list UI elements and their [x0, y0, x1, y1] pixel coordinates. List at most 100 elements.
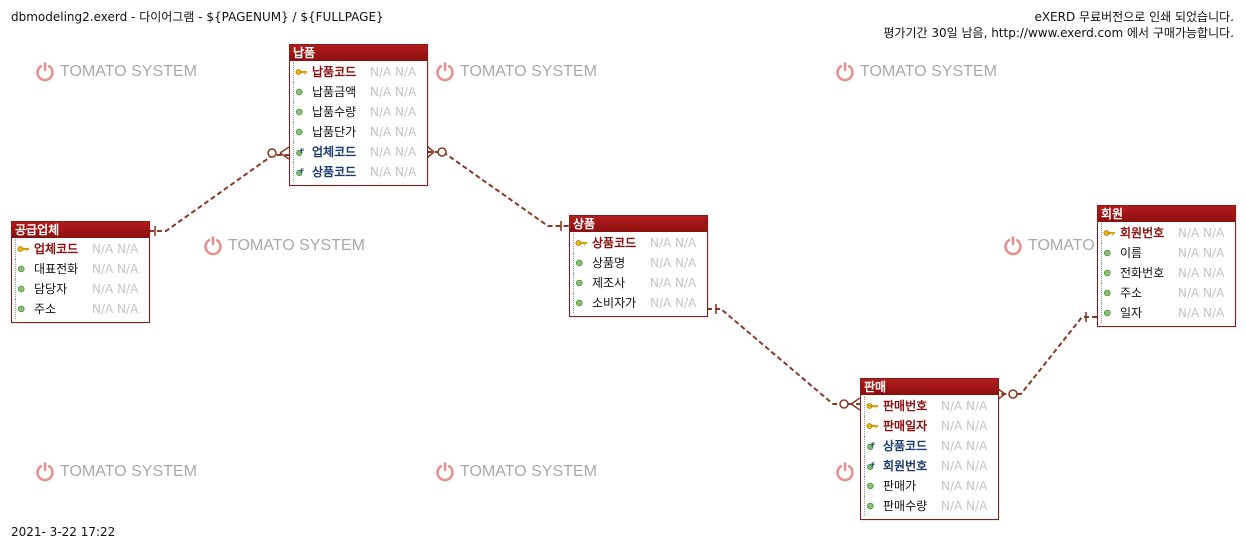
column-name: 상품명	[592, 256, 626, 270]
entity-column[interactable]: F 회원번호 N/A N/A	[861, 456, 998, 476]
column-name: 회원번호	[883, 459, 928, 473]
entity-column[interactable]: F 업체코드 N/A N/A	[290, 142, 427, 162]
column-type: N/A N/A	[370, 125, 417, 139]
column-icon	[1104, 309, 1111, 317]
column-name: 소비자가	[592, 296, 637, 310]
column-type: N/A N/A	[650, 236, 697, 250]
entity-title: 판매	[861, 379, 998, 395]
power-logo-icon	[836, 462, 854, 482]
column-icon	[576, 259, 583, 267]
column-name: 주소	[34, 302, 57, 316]
entity-column[interactable]: 판매일자 N/A N/A	[861, 416, 998, 436]
column-name: 전화번호	[1120, 266, 1165, 280]
column-name: 판매수량	[883, 499, 928, 513]
power-logo-icon	[204, 236, 222, 256]
watermark-text: TOMATO SYSTEM	[60, 463, 197, 480]
entity-column[interactable]: 일자 N/A N/A	[1098, 303, 1235, 323]
column-icon	[296, 108, 303, 116]
column-type: N/A N/A	[370, 145, 417, 159]
print-notice: eXERD 무료버전으로 인쇄 되었습니다. 평가기간 30일 남음, http…	[883, 9, 1234, 41]
column-name: 업체코드	[34, 242, 79, 256]
print-notice-line-2: 평가기간 30일 남음, http://www.exerd.com 에서 구매가…	[883, 26, 1234, 40]
column-name: 상품코드	[592, 236, 637, 250]
power-logo-icon	[36, 462, 54, 482]
column-name: 주소	[1120, 286, 1143, 300]
column-type: N/A N/A	[370, 65, 417, 79]
column-name: 대표전화	[34, 262, 79, 276]
power-logo-icon	[1004, 236, 1022, 256]
svg-text:F: F	[300, 168, 304, 175]
relation-product-sales[interactable]	[707, 304, 861, 411]
primary-key-icon	[866, 423, 878, 429]
column-type: N/A N/A	[1178, 306, 1225, 320]
entity-column[interactable]: 납품수량 N/A N/A	[290, 102, 427, 122]
column-name: 상품코드	[883, 439, 928, 453]
column-name: 납품금액	[312, 85, 357, 99]
svg-text:F: F	[300, 148, 304, 155]
column-name: 납품수량	[312, 105, 357, 119]
watermark-text: TOMATO SYSTEM	[460, 63, 597, 80]
column-icon	[296, 128, 303, 136]
column-name: 납품코드	[312, 65, 357, 79]
watermark: TOMATO SYSTEM	[203, 236, 365, 256]
column-type: N/A N/A	[941, 419, 988, 433]
column-type: N/A N/A	[92, 262, 139, 276]
watermark-text: TOMATO SYSTEM	[460, 463, 597, 480]
column-type: N/A N/A	[1178, 226, 1225, 240]
foreign-key-icon: F	[296, 148, 304, 156]
entity-column[interactable]: 대표전화 N/A N/A	[12, 259, 149, 279]
column-name: 판매일자	[883, 419, 928, 433]
column-icon	[18, 285, 25, 293]
column-type: N/A N/A	[941, 459, 988, 473]
primary-key-icon	[1103, 230, 1115, 236]
watermark: TOMATO SYSTEM	[435, 62, 597, 82]
power-logo-icon	[36, 62, 54, 82]
column-name: 일자	[1120, 306, 1143, 320]
entity-column[interactable]: 납품코드 N/A N/A	[290, 62, 427, 82]
relation-member-sales[interactable]	[996, 312, 1097, 401]
column-type: N/A N/A	[1178, 246, 1225, 260]
relation-product-napum[interactable]	[426, 145, 569, 231]
column-type: N/A N/A	[941, 479, 988, 493]
svg-text:F: F	[871, 462, 875, 469]
column-type: N/A N/A	[370, 105, 417, 119]
column-icon	[576, 299, 583, 307]
watermark-text: TOMATO SYSTEM	[60, 63, 197, 80]
column-type: N/A N/A	[941, 439, 988, 453]
entity-column[interactable]: 상품코드 N/A N/A	[570, 233, 707, 253]
print-notice-line-1: eXERD 무료버전으로 인쇄 되었습니다.	[1034, 10, 1234, 24]
column-icon	[296, 88, 303, 96]
column-name: 업체코드	[312, 145, 357, 159]
primary-key-icon	[295, 69, 307, 75]
watermark: TOMATO SYSTEM	[835, 62, 997, 82]
relation-supplier-napum[interactable]	[149, 146, 290, 236]
primary-key-icon	[866, 403, 878, 409]
